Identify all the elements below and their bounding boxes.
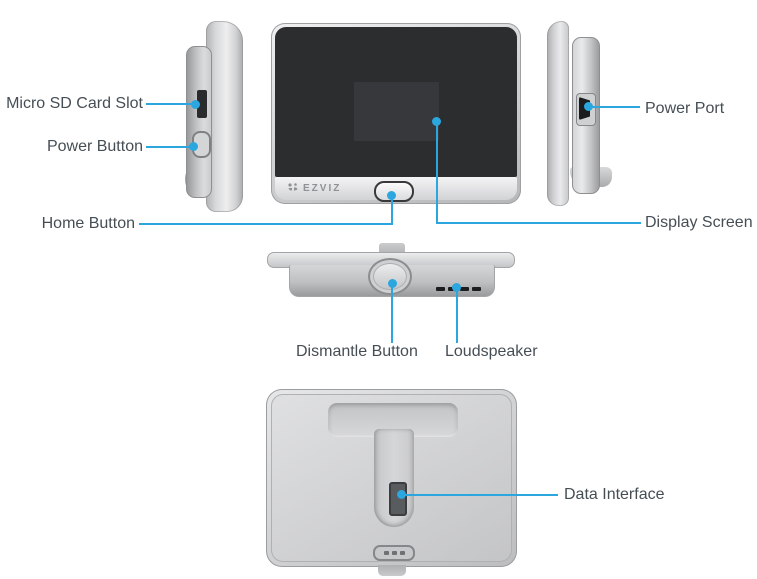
callout-dot-loudspeaker [452, 283, 461, 292]
label-data-interface: Data Interface [564, 486, 665, 503]
leader-line-display-screen-h [436, 222, 641, 224]
ezviz-logo: EZVIZ [287, 182, 341, 194]
leader-line-loudspeaker [456, 290, 458, 343]
callout-dot-power-port [584, 102, 593, 111]
speaker-slot [436, 287, 445, 291]
data-interface-slot [389, 482, 407, 516]
back-view [266, 389, 517, 576]
display-screen [275, 27, 517, 177]
screen-reflection [354, 82, 439, 141]
front-view: EZVIZ [271, 23, 521, 204]
back-connector [373, 545, 415, 561]
label-loudspeaker: Loudspeaker [445, 343, 538, 360]
label-display-screen: Display Screen [645, 214, 753, 231]
connector-pin [399, 551, 405, 555]
callout-dot-home-button [387, 191, 396, 200]
bottom-view-nub [379, 243, 405, 254]
callout-dot-power-button [189, 142, 198, 151]
right-side-body [547, 21, 569, 206]
label-power-port: Power Port [645, 100, 725, 117]
leader-line-data-interface [404, 494, 558, 496]
label-dismantle-button: Dismantle Button [296, 343, 418, 360]
leader-line-power-button [146, 146, 190, 148]
callout-dot-display-screen [432, 117, 441, 126]
connector-pin [391, 551, 397, 555]
label-power-button: Power Button [46, 138, 143, 155]
leader-line-home-button-h [139, 223, 393, 225]
speaker-slot [472, 287, 481, 291]
leader-line-home-button-v [391, 198, 393, 225]
callout-dot-dismantle-button [388, 279, 397, 288]
leader-line-micro-sd [146, 103, 192, 105]
callout-dot-micro-sd [191, 100, 200, 109]
label-home-button: Home Button [41, 215, 135, 232]
speaker-slot [460, 287, 469, 291]
leader-line-dismantle-button [391, 284, 393, 343]
connector-pin [383, 551, 389, 555]
callout-dot-data-interface [397, 490, 406, 499]
ezviz-logo-text: EZVIZ [303, 182, 342, 194]
label-micro-sd-card-slot: Micro SD Card Slot [6, 95, 143, 112]
leader-line-power-port [591, 106, 640, 108]
leader-line-display-screen-v [436, 122, 438, 224]
ezviz-logo-icon [288, 183, 298, 191]
left-side-rail [186, 46, 212, 198]
dismantle-button [368, 258, 412, 295]
micro-sd-card-slot [197, 90, 207, 118]
left-side-body [206, 21, 243, 212]
back-bottom-tab [378, 565, 406, 576]
